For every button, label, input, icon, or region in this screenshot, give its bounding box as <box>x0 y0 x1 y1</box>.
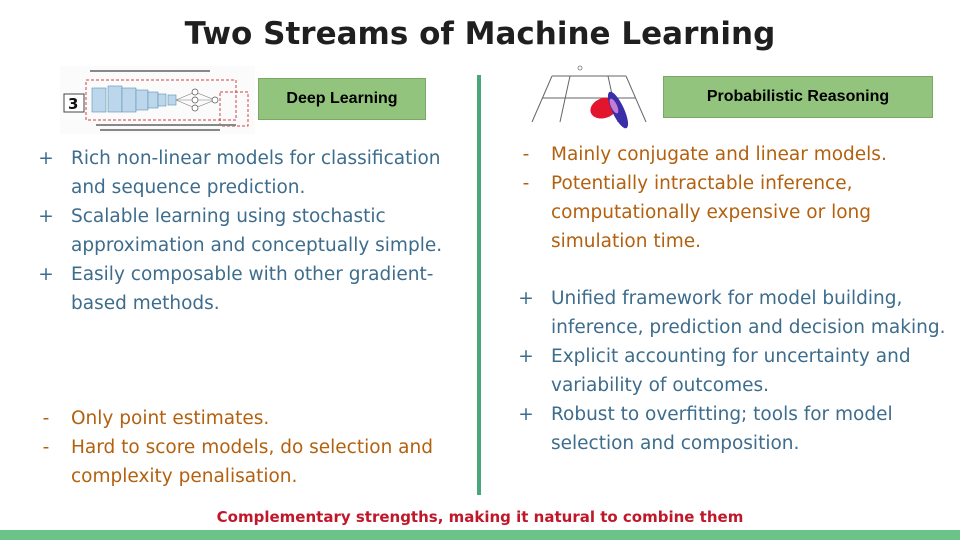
list-item: + Unified framework for model building, i… <box>516 284 946 342</box>
plus-marker: + <box>38 148 54 169</box>
deep-network-figure: 3 <box>60 66 255 134</box>
minus-marker: - <box>42 408 50 429</box>
list-item: + Robust to overfitting; tools for model … <box>516 400 946 458</box>
list-item: + Scalable learning using stochastic appr… <box>36 202 456 260</box>
list-item: -Mainly conjugate and linear models. <box>516 140 946 169</box>
deep-learning-pros-list: + Rich non-linear models for classificati… <box>36 144 456 318</box>
list-item: + Explicit accounting for uncertainty and… <box>516 342 946 400</box>
figure-number: 3 <box>68 95 78 113</box>
plus-marker: + <box>518 346 534 367</box>
minus-marker: - <box>522 173 530 194</box>
list-item: -Potentially intractable inference, comp… <box>516 169 946 256</box>
plus-marker: + <box>38 206 54 227</box>
column-divider <box>477 75 481 495</box>
list-item: + Easily composable with other gradient-b… <box>36 260 456 318</box>
list-item-text: Rich non-linear models for classificatio… <box>71 148 441 198</box>
slide-title: Two Streams of Machine Learning <box>184 16 776 52</box>
list-item: + Rich non-linear models for classificati… <box>36 144 456 202</box>
list-item: -Only point estimates. <box>36 404 456 433</box>
deep-learning-label: Deep Learning <box>258 78 426 120</box>
list-item-text: Easily composable with other gradient-ba… <box>71 264 434 314</box>
plus-marker: + <box>518 288 534 309</box>
list-item: -Hard to score models, do selection and … <box>36 433 456 491</box>
list-item-text: Hard to score models, do selection and c… <box>71 437 433 487</box>
list-item-text: Potentially intractable inference, compu… <box>551 173 872 252</box>
plus-marker: + <box>38 264 54 285</box>
probabilistic-reasoning-label: Probabilistic Reasoning <box>663 76 933 118</box>
bottom-accent-bar <box>0 530 960 540</box>
list-item-text: Scalable learning using stochastic appro… <box>71 206 443 256</box>
plus-marker: + <box>518 404 534 425</box>
list-item-text: Explicit accounting for uncertainty and … <box>551 346 911 396</box>
probabilistic-cons-list: -Mainly conjugate and linear models. -Po… <box>516 140 946 256</box>
slide-footer: Complementary strengths, making it natur… <box>216 508 744 526</box>
minus-marker: - <box>42 437 50 458</box>
list-item-text: Only point estimates. <box>71 408 270 429</box>
probabilistic-pros-list: + Unified framework for model building, i… <box>516 284 946 458</box>
list-item-text: Mainly conjugate and linear models. <box>551 144 887 165</box>
probabilistic-figure <box>530 64 650 132</box>
list-item-text: Robust to overfitting; tools for model s… <box>551 404 893 454</box>
deep-learning-cons-list: -Only point estimates. -Hard to score mo… <box>36 404 456 491</box>
minus-marker: - <box>522 144 530 165</box>
list-item-text: Unified framework for model building, in… <box>551 288 946 338</box>
